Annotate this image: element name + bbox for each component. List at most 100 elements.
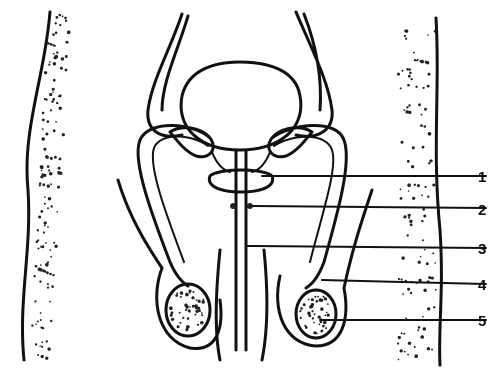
stipple-dot (411, 78, 413, 80)
stipple-dot (409, 72, 412, 75)
stipple-dot (427, 34, 429, 36)
stipple-dot (39, 345, 41, 347)
stipple-dot (420, 124, 423, 127)
stipple-dot (428, 276, 431, 279)
stipple-dot (427, 196, 429, 198)
stipple-dot (58, 173, 60, 175)
stipple-dot (52, 98, 55, 101)
stipple-dot (55, 22, 57, 24)
stipple-dot (55, 121, 57, 123)
stipple-dot (398, 336, 401, 339)
stipple-dot (433, 306, 435, 308)
stipple-dot (42, 119, 45, 122)
stipple-dot (50, 320, 52, 322)
label-1: 1 (478, 169, 486, 186)
stipple-dot (49, 273, 52, 276)
stipple-dot (185, 309, 187, 311)
right-testis (296, 290, 336, 338)
stipple-dot (50, 249, 52, 251)
stipple-dot (313, 322, 315, 324)
stipple-dot (320, 307, 323, 310)
right-ureter-inner (304, 14, 320, 110)
stipple-dot (65, 55, 68, 58)
stipple-dot (401, 256, 404, 259)
stipple-dot (408, 190, 410, 192)
stipple-dot (408, 214, 411, 217)
stipple-dot (43, 174, 46, 177)
stipple-dot (42, 128, 44, 130)
stipple-dot (424, 125, 427, 128)
stipple-dot (431, 349, 433, 351)
stipple-dot (417, 184, 420, 187)
stipple-dot (47, 347, 50, 350)
stipple-dot (324, 297, 327, 300)
stipple-dot (44, 196, 46, 198)
stipple-dot (51, 100, 54, 103)
stipple-dot (422, 146, 425, 149)
stipple-dot (422, 239, 424, 241)
stipple-dot (46, 156, 49, 159)
stipple-dot (197, 324, 199, 326)
left-ureter (148, 14, 182, 136)
stipple-dot (45, 263, 49, 267)
stipple-dot (417, 329, 419, 331)
stipple-dot (300, 317, 302, 319)
stipple-dot (41, 245, 44, 248)
stipple-dot (311, 310, 313, 312)
stipple-dot (407, 288, 410, 291)
stipple-dot (426, 61, 429, 64)
stipple-dot (61, 57, 64, 60)
stipple-dot (46, 340, 48, 342)
stipple-dot (403, 109, 405, 111)
stipple-dot (428, 73, 431, 76)
stipple-dot (42, 183, 45, 186)
stipple-dot (65, 69, 68, 72)
stipple-dot (40, 165, 44, 169)
stipple-dot (42, 137, 45, 140)
pointer-lines (248, 176, 486, 320)
stipple-dot (428, 132, 432, 136)
stipple-dot (405, 29, 408, 32)
stipple-dot (64, 17, 67, 20)
stipple-dot (413, 52, 415, 54)
stipple-dot (414, 354, 418, 358)
stipple-dot (408, 104, 410, 106)
stipple-dot (40, 319, 42, 321)
stipple-dot (200, 321, 203, 324)
stipple-dot (41, 346, 43, 348)
stipple-dot (203, 299, 205, 301)
stipple-dot (420, 256, 422, 258)
stipple-dot (420, 335, 424, 339)
stipple-dot (400, 349, 403, 352)
label-3: 3 (478, 241, 486, 258)
stipple-dot (400, 87, 402, 89)
stipple-dot (56, 16, 59, 19)
stipple-dot (400, 189, 402, 191)
stipple-dot (49, 301, 51, 303)
stipple-dot (54, 156, 57, 159)
stipple-dot (434, 30, 437, 33)
stipple-dot (418, 103, 421, 106)
stipple-dot (410, 223, 413, 226)
stipple-dot (51, 285, 54, 288)
stipple-dot (323, 296, 325, 298)
stipple-dot (44, 221, 47, 224)
stipple-dot (50, 109, 52, 111)
stipple-dot (201, 314, 203, 316)
stipple-dot (408, 217, 410, 219)
stipple-dot (180, 291, 183, 294)
stipple-dot (401, 332, 403, 334)
stipple-dot (421, 220, 423, 222)
stipple-dot (169, 308, 171, 310)
stipple-dot (52, 33, 55, 36)
stipple-dot (35, 265, 38, 268)
stipple-dot (418, 261, 421, 264)
stipple-dot (428, 162, 430, 164)
stipple-dot (55, 32, 58, 35)
stipple-dot (47, 120, 50, 123)
prostate-gland (209, 170, 272, 192)
stipple-dot (48, 64, 50, 66)
stipple-dot (177, 325, 180, 328)
stipple-dot (191, 296, 194, 299)
left-testis (166, 284, 210, 336)
